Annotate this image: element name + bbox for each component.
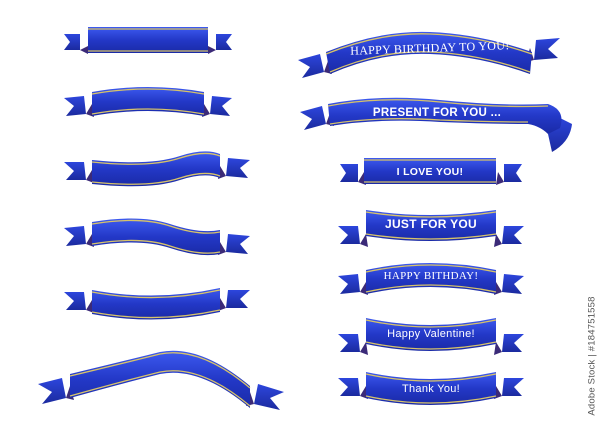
blank-ribbon-3 (64, 151, 250, 187)
ribbon-happy-birthday-to-you: HAPPY BIRTHDAY TO YOU! (298, 31, 560, 78)
ribbon-i-love-you: I LOVE YOU! (340, 158, 522, 185)
stock-id-text: Adobe Stock | #184751558 (586, 296, 598, 416)
label-present-for-you: PRESENT FOR YOU ... (373, 107, 501, 119)
ribbon-present-for-you: PRESENT FOR YOU ... (300, 97, 572, 152)
blank-ribbon-4 (64, 218, 250, 256)
blank-ribbon-1 (64, 27, 232, 54)
label-i-love-you: I LOVE YOU! (397, 166, 464, 178)
ribbon-thank-you: Thank You! (338, 372, 524, 405)
ribbon-happy-valentine: Happy Valentine! (338, 318, 524, 355)
blank-ribbon-2 (64, 87, 232, 117)
label-happy-valentine: Happy Valentine! (387, 328, 475, 340)
label-happy-birthday-to-you: HAPPY BIRTHDAY TO YOU! (350, 38, 510, 58)
blank-ribbon-6 (38, 350, 284, 410)
ribbon-happy-bithday: HAPPY BITHDAY! (338, 263, 524, 295)
label-thank-you: Thank You! (402, 383, 460, 395)
label-just-for-you: JUST FOR YOU (385, 217, 477, 231)
ribbon-just-for-you: JUST FOR YOU (338, 210, 524, 247)
label-happy-bithday: HAPPY BITHDAY! (384, 270, 479, 282)
blank-ribbon-5 (64, 288, 250, 320)
stock-id-watermark: Adobe Stock | #184751558 (586, 296, 598, 416)
